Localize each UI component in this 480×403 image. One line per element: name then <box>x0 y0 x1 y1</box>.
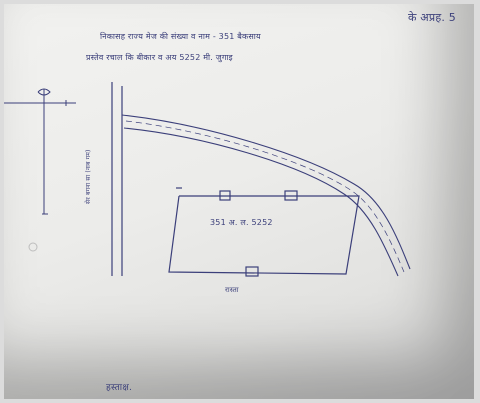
vertical-road-label: सेर बगना सा (नाब गम) <box>85 149 92 204</box>
sketch-drawing <box>4 82 411 277</box>
curved-road <box>121 114 411 277</box>
document-page: के अप्रह. 5 निकासह राज्य मेज की संख्या व… <box>4 4 474 399</box>
punch-hole-icon <box>28 242 38 252</box>
header-line-2: प्रस्तेव रचाल कि बीकार व अय 5252 मी. जुग… <box>86 53 233 62</box>
plot-area-label: 351 अ. ल. 5252 <box>210 218 273 227</box>
signature: हस्ताक्ष. <box>106 383 133 393</box>
vertical-road <box>111 82 123 276</box>
north-arrow-icon <box>4 88 76 215</box>
header-line-1: निकासह राज्य मेज की संख्या व नाम - 351 ब… <box>100 32 261 41</box>
corner-note: के अप्रह. 5 <box>407 11 456 24</box>
plot-boundary <box>168 187 360 277</box>
plot-bottom-road-label: रास्ता <box>225 286 239 294</box>
